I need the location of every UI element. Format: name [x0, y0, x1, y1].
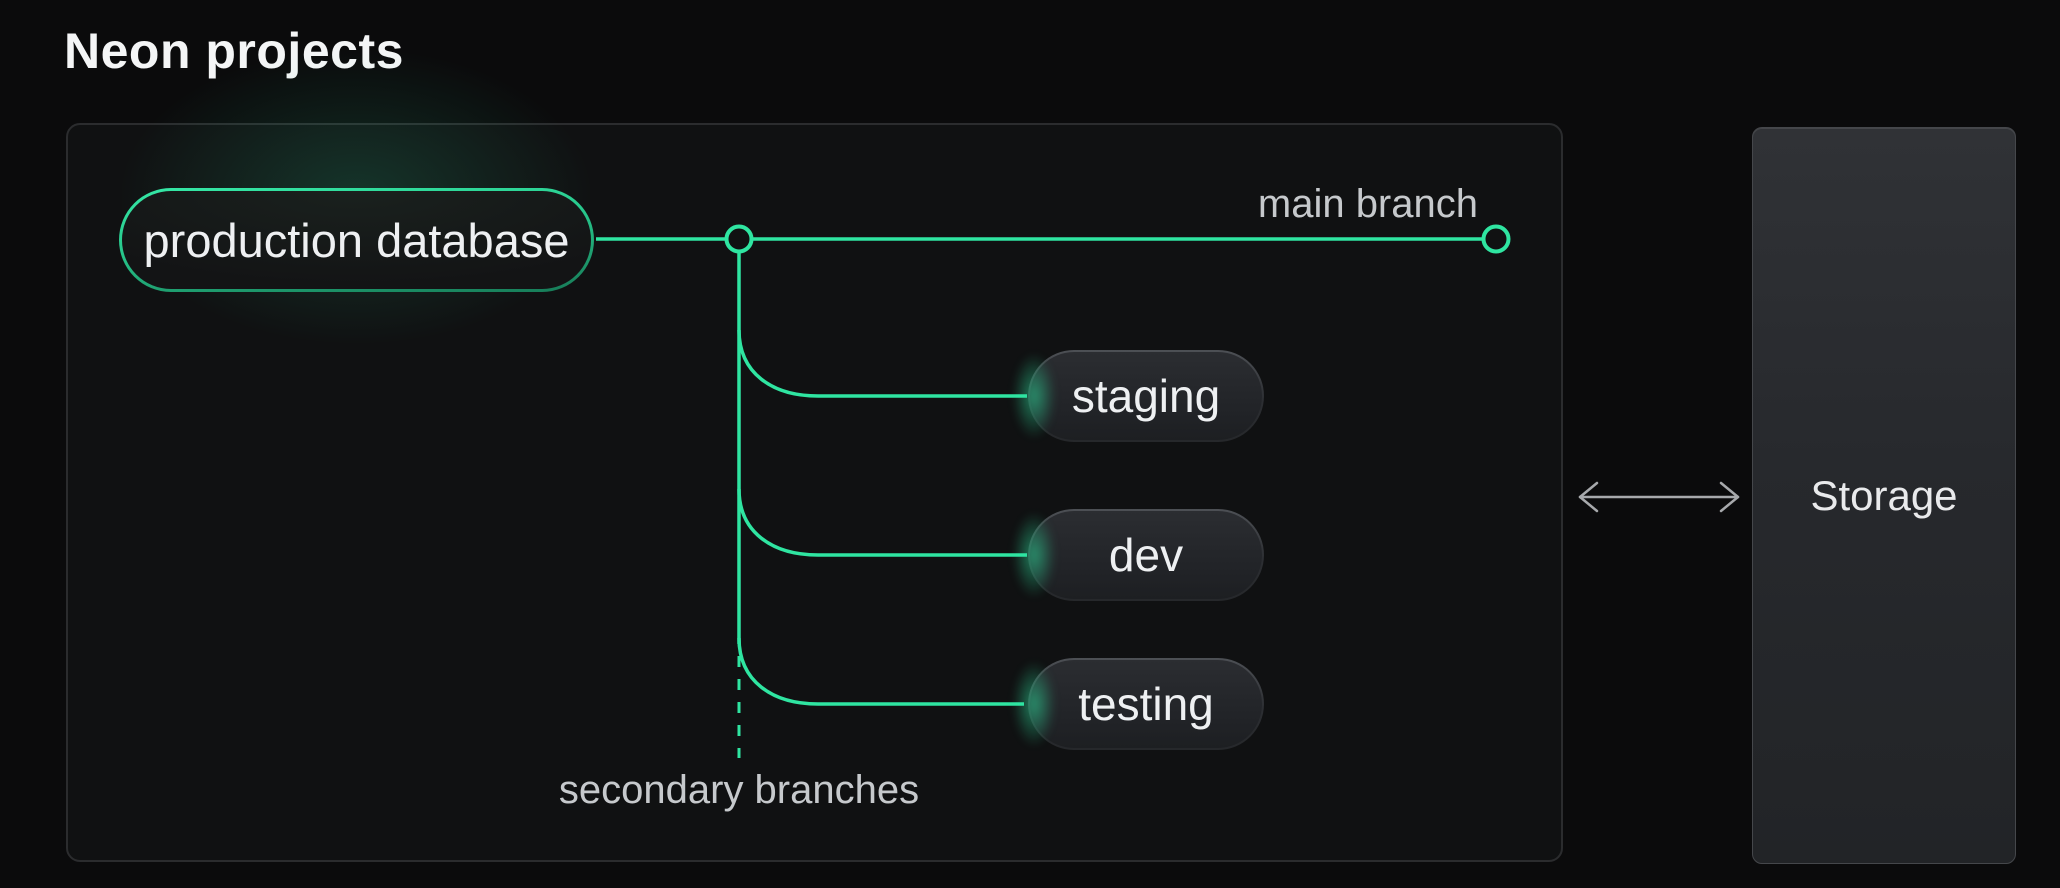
storage-label: Storage — [1810, 471, 1958, 519]
storage-box: Storage — [1752, 127, 2016, 864]
node-testing: testing — [1028, 658, 1264, 750]
node-staging-label: staging — [1071, 370, 1221, 422]
bidirectional-arrow-icon — [1578, 481, 1740, 513]
node-staging: staging — [1028, 350, 1264, 442]
node-testing-label: testing — [1078, 678, 1214, 730]
node-dev-label: dev — [1108, 529, 1184, 581]
page-title: Neon projects — [64, 23, 404, 79]
node-dev: dev — [1028, 509, 1264, 601]
main-branch-label: main branch — [1257, 182, 1478, 226]
secondary-branches-label: secondary branches — [558, 768, 920, 812]
node-production-database-label: production database — [143, 213, 570, 267]
node-production-database: production database — [119, 188, 594, 292]
